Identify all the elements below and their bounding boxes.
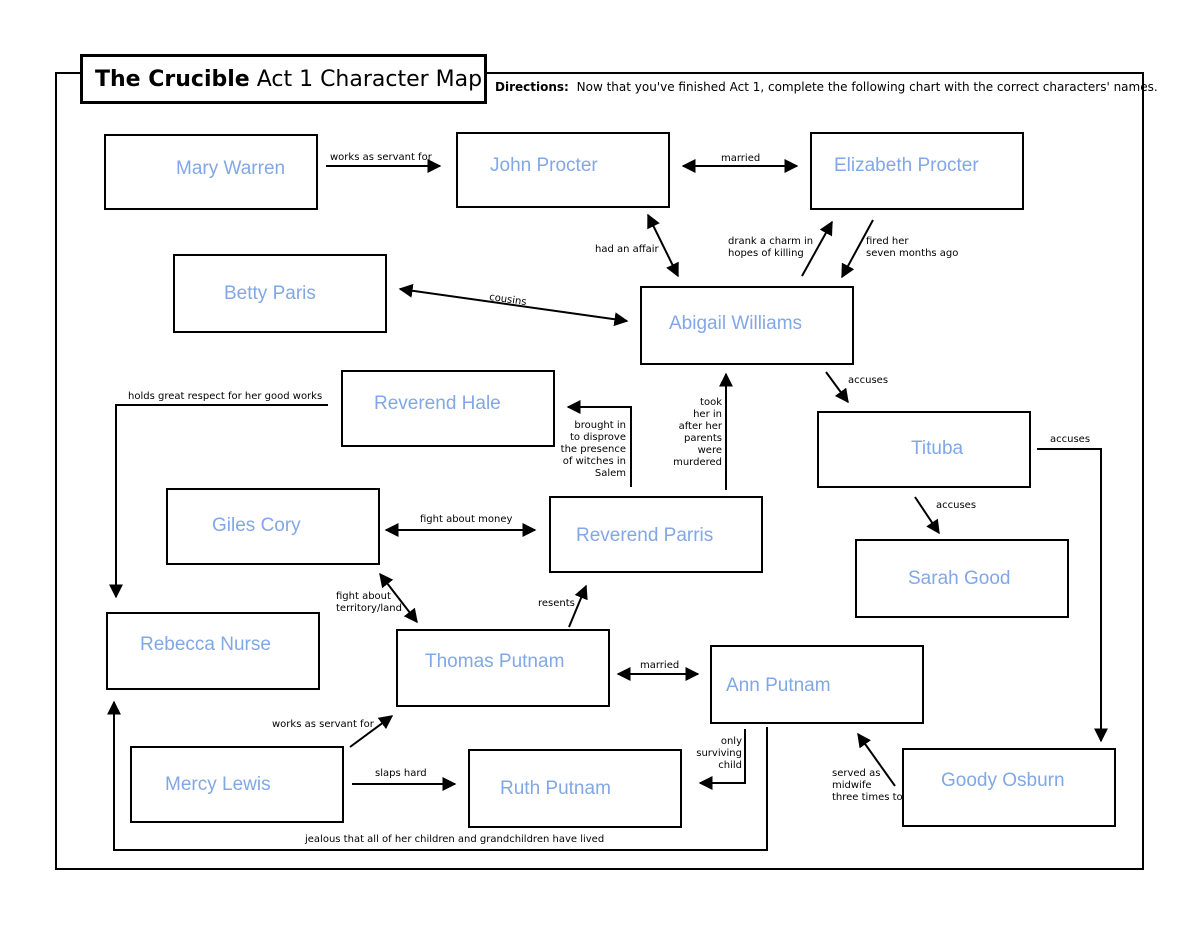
label-accuses: accuses [848,375,889,386]
label-works-as-servant-for: works as servant for [272,719,374,730]
arrow-abigail-to-tituba [825,371,849,404]
directions: Directions: Now that you've finished Act… [495,80,1158,94]
node-label: Elizabeth Procter [834,155,979,176]
arrow-betty-abigail [398,283,629,327]
node-label: Ruth Putnam [500,778,611,799]
node-rebecca-nurse: Rebecca Nurse [106,612,320,690]
diagram-frame [55,72,1144,870]
label-fight-about-territory: fight about territory/land [336,591,402,614]
label-jealous: jealous that all of her children and gra… [305,834,605,845]
arrow-abigail-to-elizabeth [801,220,833,277]
node-ruth-putnam: Ruth Putnam [468,749,682,828]
node-label: Sarah Good [908,568,1011,589]
node-john-procter: John Procter [456,132,670,208]
directions-label: Directions: [495,80,569,94]
node-label: Betty Paris [224,283,316,304]
arrow-mercy-to-thomas [349,715,394,748]
arrow-john-abigail [647,213,679,278]
arrow-parris-to-hale [566,400,632,487]
label-married: married [721,153,761,164]
node-label: Reverend Hale [374,393,501,414]
directions-text: Now that you've finished Act 1, complete… [576,80,1158,94]
arrow-hale-to-rebecca [109,404,328,599]
node-betty-paris: Betty Paris [173,254,387,333]
label-only-surviving-child: only surviving child [696,736,742,771]
page-title: The Crucible Act 1 Character Map [80,54,487,104]
label-resents: resents [538,598,575,609]
title-bold: The Crucible [95,66,250,92]
label-had-an-affair: had an affair [595,244,659,255]
label-fight-about-money: fight about money [420,514,513,525]
node-ann-putnam: Ann Putnam [710,645,924,724]
node-thomas-putnam: Thomas Putnam [396,629,610,707]
arrow-ann-to-ruth [698,729,746,790]
node-elizabeth-procter: Elizabeth Procter [810,132,1024,210]
node-reverend-parris: Reverend Parris [549,496,763,573]
arrow-elizabeth-to-abigail [841,219,874,279]
node-label: Mercy Lewis [165,774,271,795]
node-label: Ann Putnam [726,675,831,696]
arrow-thomas-to-parris [568,584,588,628]
node-abigail-williams: Abigail Williams [640,286,854,365]
arrow-tituba-to-sarah [914,496,940,535]
node-goody-osburn: Goody Osburn [902,748,1116,827]
node-label: Reverend Parris [576,525,714,546]
node-label: Abigail Williams [669,313,803,334]
node-sarah-good: Sarah Good [855,539,1069,618]
label-slaps-hard: slaps hard [375,768,427,779]
arrow-osburn-to-ann [857,732,896,787]
label-accuses: accuses [1050,434,1091,445]
node-label: Thomas Putnam [425,651,565,672]
label-holds-great-respect: holds great respect for her good works [128,391,323,402]
label-took-her-in: took her in after her parents were murde… [673,397,722,468]
label-works-as-servant-for: works as servant for [330,152,432,163]
arrow-giles-thomas [379,572,418,624]
node-label: John Procter [490,155,598,176]
node-reverend-hale: Reverend Hale [341,370,555,447]
label-married: married [640,660,680,671]
label-accuses: accuses [936,500,977,511]
node-mary-warren: Mary Warren [104,134,318,210]
node-label: Mary Warren [176,158,286,179]
node-mercy-lewis: Mercy Lewis [130,746,344,823]
node-label: Tituba [911,438,964,459]
node-label: Giles Cory [212,515,301,536]
node-label: Goody Osburn [941,770,1065,791]
label-served-as-midwife: served as midwife three times to [832,768,903,803]
arrow-ann-to-rebecca [107,700,768,851]
node-label: Rebecca Nurse [140,634,271,655]
label-fired-her: fired her seven months ago [866,236,959,259]
label-drank-a-charm: drank a charm in hopes of killing [728,236,814,259]
node-tituba: Tituba [817,411,1031,488]
title-rest: Act 1 Character Map [256,66,483,92]
arrow-tituba-to-osburn [1037,448,1108,743]
node-giles-cory: Giles Cory [166,488,380,565]
label-brought-in: brought in to disprove the presence of w… [560,420,626,479]
